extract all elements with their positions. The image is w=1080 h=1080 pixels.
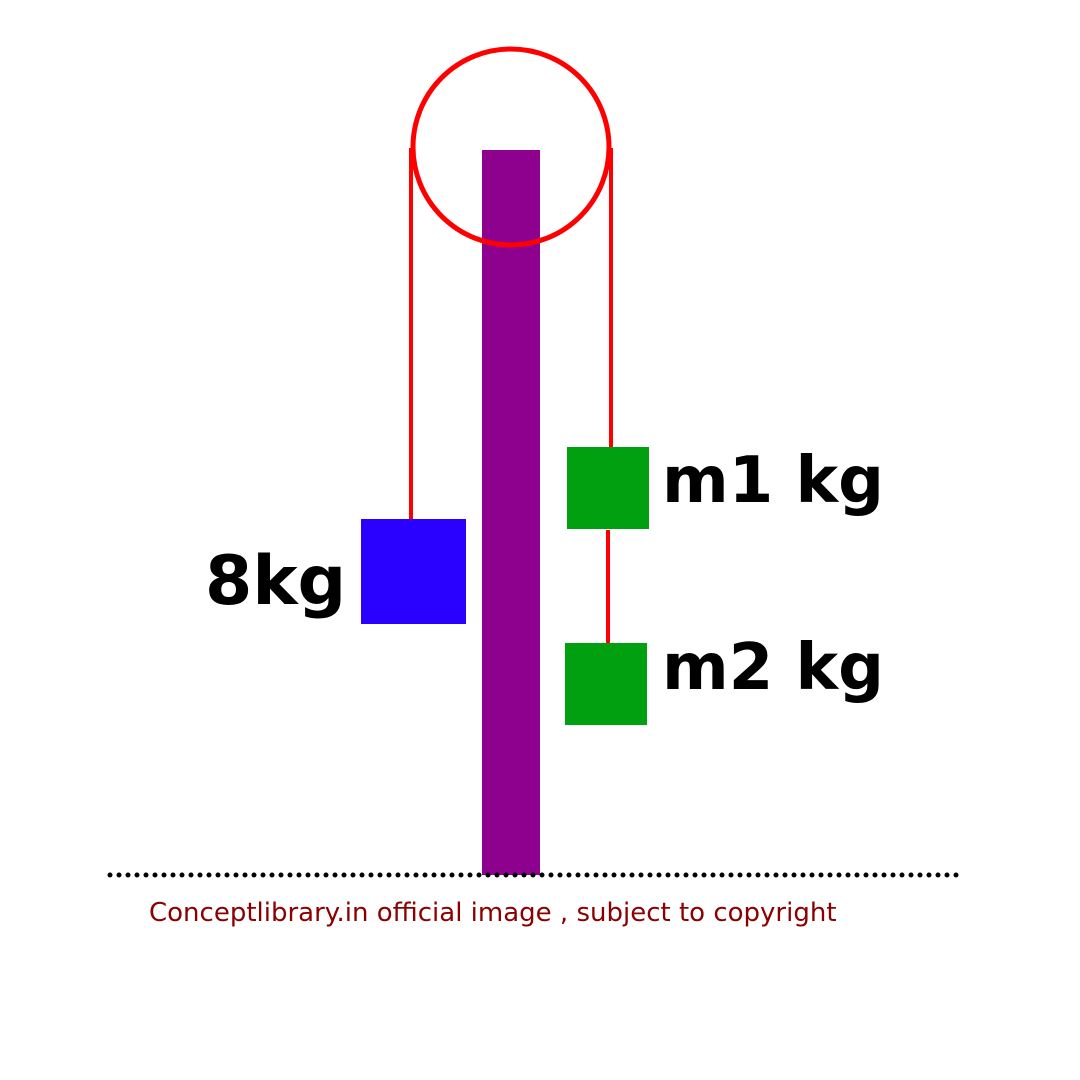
mass-m2-block bbox=[565, 643, 647, 725]
left-mass-block bbox=[361, 519, 466, 624]
copyright-notice: Conceptlibrary.in official image , subje… bbox=[149, 898, 837, 928]
mass-m2-label: m2 kg bbox=[662, 631, 884, 705]
left-mass-label: 8kg bbox=[205, 542, 347, 621]
pulley-wheel bbox=[410, 46, 612, 248]
mass-m1-label: m1 kg bbox=[662, 444, 884, 518]
pillar bbox=[482, 150, 540, 875]
mass-m1-block bbox=[567, 447, 649, 529]
